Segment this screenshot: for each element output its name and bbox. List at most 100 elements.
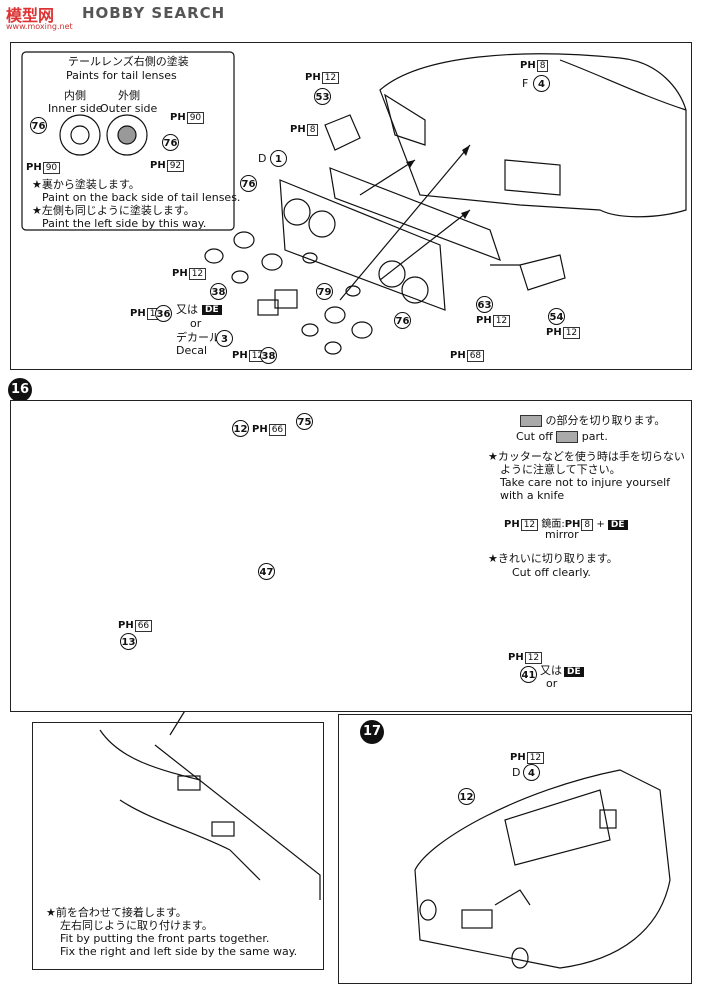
or-en-36: or [190,317,202,330]
part-63: 63 [476,296,493,313]
part-75: 75 [296,413,313,430]
cutoff-swatch-1 [520,415,542,427]
panel-tail-lens [10,42,692,370]
tail-lens-inset-frame [21,51,235,231]
step-17-number: 17 [360,720,384,744]
ring-76-c [324,306,346,324]
detail-tab-2 [211,821,235,837]
outer-jp: 外側 [118,89,140,102]
decal-jp: デカール [176,331,220,344]
site-name: HOBBY SEARCH [82,4,226,22]
clean-jp: ★きれいに切り取ります。 [488,552,618,565]
outer-lens [106,114,148,156]
tab-17 [494,889,531,906]
f4-label: F [522,77,529,90]
mirror-en: mirror [545,528,579,541]
part-36: 36 [155,305,172,322]
ring-76-b [261,253,283,271]
rear-window-right [504,159,561,196]
part-76-left: 76 [240,175,257,192]
or-jp-41: 又は [540,664,562,677]
inset-title-jp: テールレンズ右側の塗装 [68,55,189,68]
light-17-b [511,947,529,969]
part-76-outer: 76 [162,134,179,151]
part-76-inner: 76 [30,117,47,134]
plate-decal [274,289,298,309]
plate-36 [257,299,279,316]
decal-en: Decal [176,344,208,357]
site-header: 模型网 HOBBY SEARCH www.moxing.net [0,0,702,31]
detail-curve-2 [119,799,231,851]
part-12-16: 12 [232,420,249,437]
part-12-17: 12 [458,788,475,805]
de-badge-36: DE [202,305,222,315]
part-d4-17 [599,809,617,829]
note2-en: Paint the left side by this way. [42,217,207,230]
note1-jp: ★裏から塗装します。 [32,178,140,191]
panel-step-17 [338,714,692,984]
ring-76-a [233,231,255,249]
part-d1: 1 [270,150,287,167]
part-79-b [345,285,361,297]
fit-jp2: 左右同じように取り付けます。 [60,919,213,932]
tail-panel [279,179,446,311]
part-38-bottom: 38 [260,347,277,364]
arrow-2 [379,209,471,281]
detail-curve-3 [229,849,261,881]
outer-lens-center [117,125,137,145]
rear-window-left [384,93,426,146]
de-badge-41: DE [564,667,584,677]
d4-label: D [512,766,521,779]
cutoff-jp: の部分を切り取ります。 [520,414,665,427]
tail-lens-2 [308,210,336,238]
detail-curve-1 [99,729,201,781]
d1-label: D [258,152,267,165]
detail-edge [154,744,321,900]
arrow-1 [339,144,471,301]
detail-tab-1 [177,775,201,791]
part-d4-17: 4 [523,764,540,781]
careful-jp1: ★カッターなどを使う時は手を切らない [488,450,685,463]
step-16-number: 16 [8,378,32,402]
ring-38-d [324,341,342,355]
arrow-3 [359,159,416,196]
part-41: 41 [520,666,537,683]
car-rear-body [379,53,687,218]
part-47: 47 [258,563,275,580]
clean-en: Cut off clearly. [512,566,591,579]
cutoff-swatch-2 [556,431,579,443]
or-en-41: or [546,677,558,690]
fit-en2: Fix the right and left side by the same … [60,945,298,958]
part-d3: 3 [216,330,233,347]
bumper [329,167,501,262]
ring-38-a [204,248,224,264]
part-54: 54 [548,308,565,325]
part-53-shape [324,114,361,151]
part-79-a [302,252,318,264]
careful-jp2: ように注意して下さい。 [500,463,621,476]
inner-lens [59,114,101,156]
note2-jp: ★左側も同じように塗装します。 [32,204,195,217]
detail-inset-16 [32,722,324,970]
part-f4: 4 [533,75,550,92]
light-17-a [419,899,437,921]
trunk-line [559,59,687,111]
ring-76-d [351,321,373,339]
cutoff-en: Cut off part. [516,430,608,443]
tail-lens-4 [401,276,429,304]
part-54-shape [519,254,566,291]
